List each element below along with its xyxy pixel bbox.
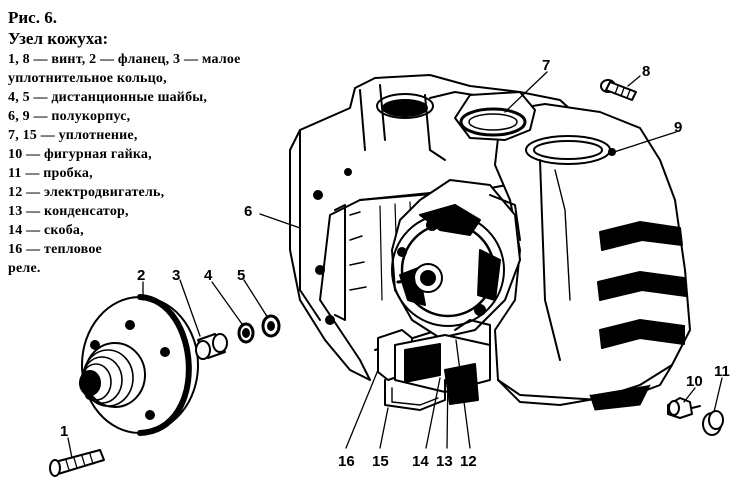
legend-line: 1, 8 — винт, 2 — фланец, 3 — малое	[8, 52, 241, 67]
label-5: 5	[237, 267, 245, 284]
legend-line: 4, 5 — дистанционные шайбы,	[8, 90, 208, 105]
leader-lines	[67, 71, 723, 459]
half-housing-9	[494, 103, 691, 411]
legend-line: 10 — фигурная гайка,	[8, 147, 152, 162]
label-13: 13	[436, 453, 453, 470]
legend-line: реле.	[8, 261, 41, 276]
flange-2	[79, 294, 199, 436]
label-2: 2	[137, 267, 145, 284]
legend-line: 13 — конденсатор,	[8, 204, 129, 219]
label-16: 16	[338, 453, 355, 470]
label-15: 15	[372, 453, 389, 470]
legend-line: 6, 9 — полукорпус,	[8, 109, 131, 124]
seal-7	[454, 91, 536, 141]
small-seal-ring-3	[195, 333, 228, 360]
plug-11	[702, 410, 724, 436]
label-1: 1	[60, 423, 68, 440]
spacer-washer-5	[261, 314, 281, 338]
label-3: 3	[172, 267, 180, 284]
legend-line: 7, 15 — уплотнение,	[8, 128, 138, 143]
label-7: 7	[542, 57, 550, 74]
legend-line: 14 — скоба,	[8, 223, 84, 238]
label-4: 4	[204, 267, 213, 284]
label-12: 12	[460, 453, 477, 470]
legend-line: 11 — пробка,	[8, 166, 93, 181]
label-8: 8	[642, 63, 650, 80]
legend-line: уплотнительное кольцо,	[8, 71, 167, 86]
figure-title: Узел кожуха:	[8, 29, 109, 48]
label-6: 6	[244, 203, 252, 220]
relay-assembly	[377, 319, 491, 411]
label-11: 11	[714, 363, 730, 380]
electric-motor-12	[391, 179, 521, 339]
spacer-washer-4	[237, 322, 255, 344]
legend-line: 12 — электродвигатель,	[8, 185, 165, 200]
legend-line: 16 — тепловое	[8, 242, 102, 257]
label-10: 10	[686, 373, 703, 390]
part-labels: 1 2 3 4 5 6 7 8 9 10 11 12 13 14 15 16	[60, 57, 730, 470]
screw-8	[600, 79, 637, 101]
shaped-nut-10	[667, 397, 701, 419]
label-9: 9	[674, 119, 682, 136]
figure-caption: Рис. 6. Узел кожуха: 1, 8 — винт, 2 — фл…	[8, 8, 328, 278]
figure-number: Рис. 6.	[8, 8, 57, 27]
label-14: 14	[412, 453, 429, 470]
screw-1	[49, 449, 105, 477]
